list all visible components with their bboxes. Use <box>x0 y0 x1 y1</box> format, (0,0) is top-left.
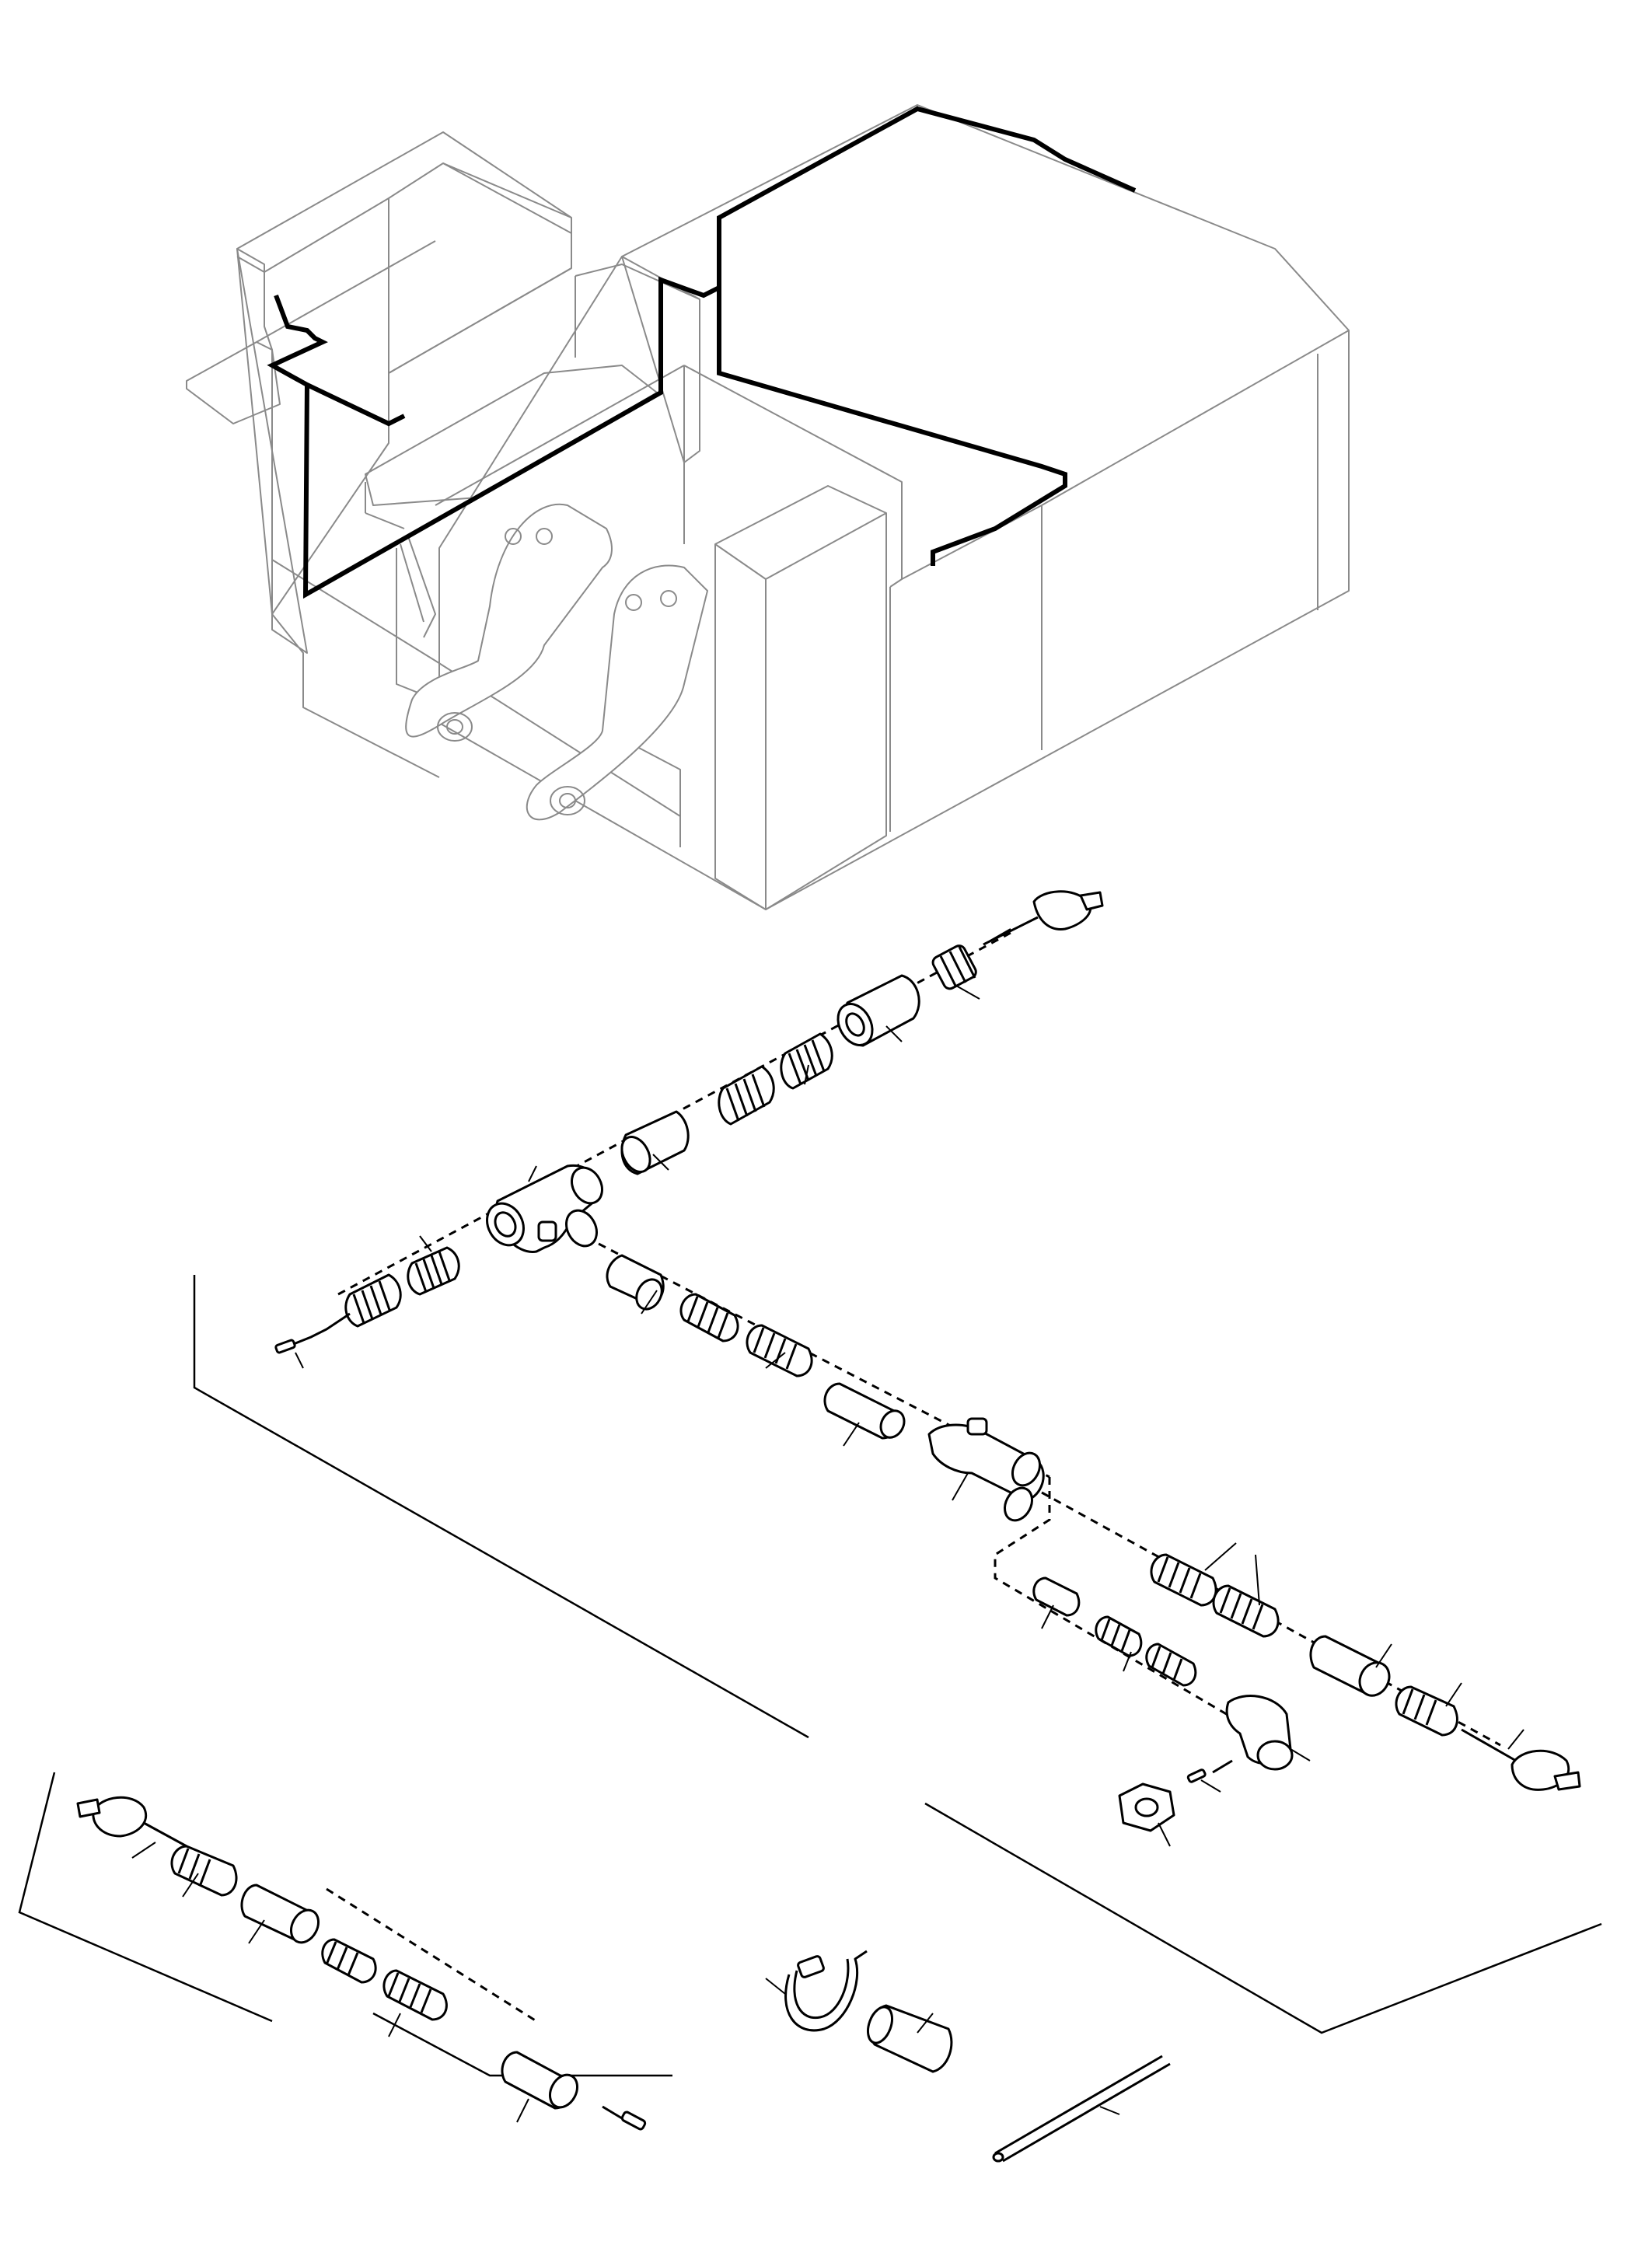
middle-branch-parts <box>606 1254 1581 1832</box>
loader-arm-brackets <box>400 503 708 821</box>
callout-leader-lines <box>131 928 1525 2123</box>
assembly-center-lines <box>326 931 1501 2023</box>
top-branch-parts <box>274 890 1104 1354</box>
view-frame-lines <box>18 1275 1602 2077</box>
machine-body-outline <box>186 104 1350 910</box>
lower-left-detail-parts <box>76 1796 647 2131</box>
harness-route <box>267 106 1137 599</box>
accessory-parts <box>784 1950 1171 2163</box>
